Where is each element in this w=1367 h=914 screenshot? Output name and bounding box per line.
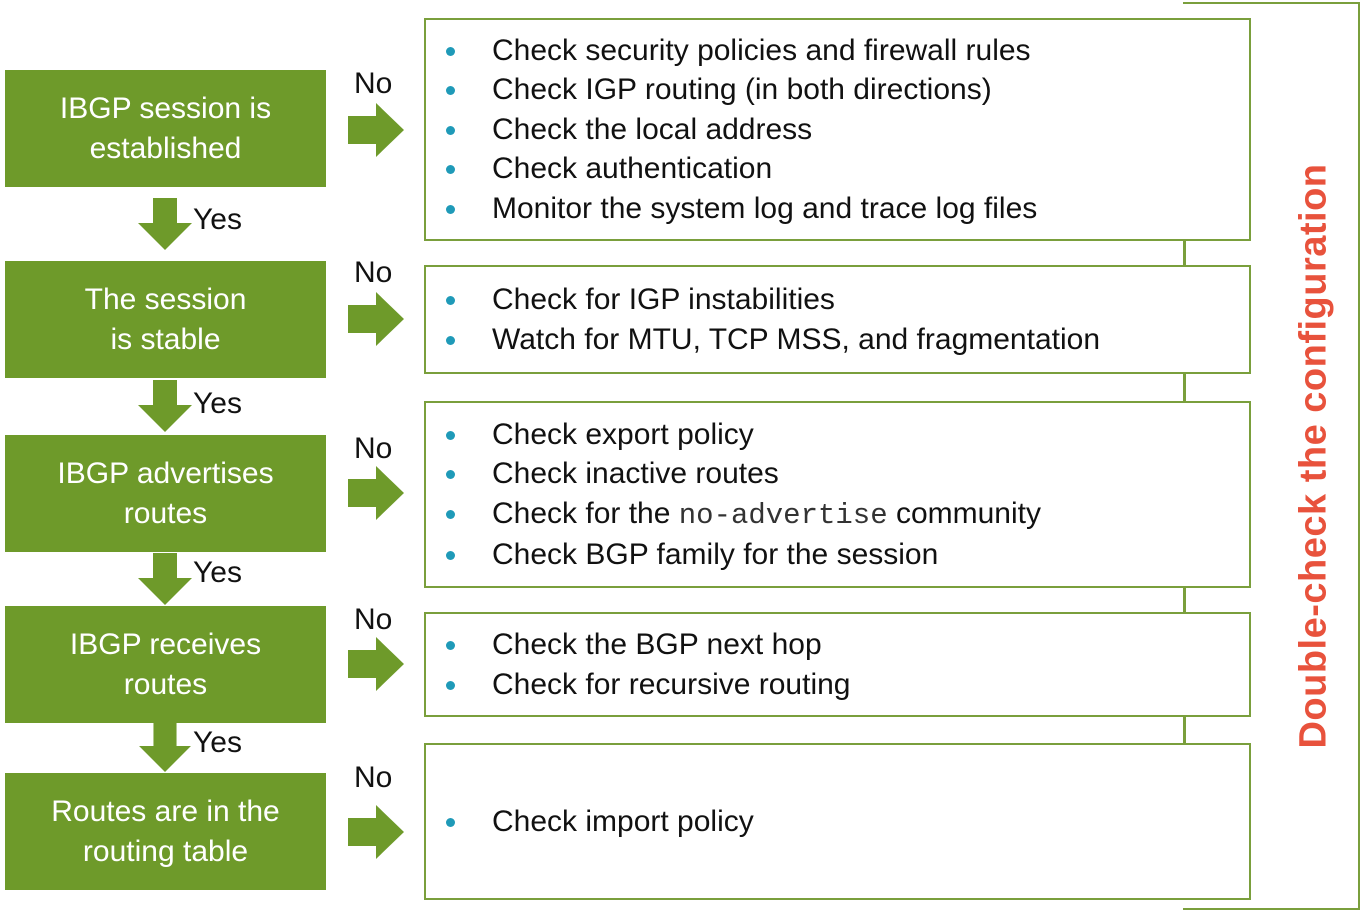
checks-panel-receive: Check the BGP next hop Check for recursi… (424, 612, 1251, 717)
community-prefix: Check for the (492, 496, 679, 530)
right-arrow-icon (348, 103, 404, 157)
list-item: Check the BGP next hop (426, 625, 1249, 665)
yes-label: Yes (193, 726, 242, 759)
step-advertises-routes: IBGP advertises routes (5, 435, 326, 552)
double-check-label: Double-check the configuration (1292, 163, 1335, 749)
list-item: Check for IGP instabilities (426, 280, 1249, 320)
list-item: Monitor the system log and trace log fil… (426, 189, 1249, 229)
checks-panel-stability: Check for IGP instabilities Watch for MT… (424, 265, 1251, 374)
down-arrow-icon (138, 380, 192, 432)
step-label: Routes are in the routing table (51, 794, 280, 868)
check-list: Check security policies and firewall rul… (426, 31, 1249, 229)
yes-label: Yes (193, 387, 242, 420)
down-arrow-icon (139, 722, 191, 772)
bracket-connector (1183, 373, 1186, 402)
right-arrow-icon (348, 466, 404, 520)
step-label: IBGP receives routes (69, 627, 262, 701)
community-code: no-advertise (678, 498, 888, 532)
double-check-bracket (1183, 2, 1360, 910)
step-label: The session is stable (84, 282, 247, 356)
no-label: No (354, 761, 393, 794)
bracket-connector (1183, 240, 1186, 266)
check-list: Check for IGP instabilities Watch for MT… (426, 280, 1249, 359)
right-arrow-icon (348, 292, 404, 346)
check-list: Check export policy Check inactive route… (426, 415, 1249, 575)
list-item: Check IGP routing (in both directions) (426, 70, 1249, 110)
right-arrow-icon (348, 637, 404, 691)
list-item: Check the local address (426, 110, 1249, 150)
checks-panel-advertise: Check export policy Check inactive route… (424, 401, 1251, 588)
community-suffix: community (887, 496, 1041, 530)
list-item: Check authentication (426, 149, 1249, 189)
no-label: No (354, 603, 393, 636)
down-arrow-icon (138, 553, 192, 605)
step-receives-routes: IBGP receives routes (5, 606, 326, 723)
step-routing-table: Routes are in the routing table (5, 773, 326, 890)
list-item: Check inactive routes (426, 454, 1249, 494)
list-item: Check BGP family for the session (426, 535, 1249, 575)
bracket-connector (1183, 716, 1186, 744)
step-label: IBGP advertises routes (57, 456, 274, 530)
step-label: IBGP session is established (59, 91, 272, 165)
list-item: Check for recursive routing (426, 665, 1249, 705)
checks-panel-routing-table: Check import policy (424, 743, 1251, 900)
step-session-stable: The session is stable (5, 261, 326, 378)
list-item: Check import policy (426, 802, 1249, 842)
no-label: No (354, 256, 393, 289)
checks-panel-session: Check security policies and firewall rul… (424, 18, 1251, 241)
list-item: Check for the no-advertise community (426, 494, 1249, 536)
bracket-connector (1183, 587, 1186, 613)
no-label: No (354, 432, 393, 465)
down-arrow-icon (138, 198, 192, 250)
list-item: Check export policy (426, 415, 1249, 455)
yes-label: Yes (193, 203, 242, 236)
no-label: No (354, 67, 393, 100)
list-item: Watch for MTU, TCP MSS, and fragmentatio… (426, 320, 1249, 360)
check-list: Check import policy (426, 802, 1249, 842)
list-item: Check security policies and firewall rul… (426, 31, 1249, 71)
yes-label: Yes (193, 556, 242, 589)
right-arrow-icon (348, 805, 404, 859)
step-session-established: IBGP session is established (5, 70, 326, 187)
check-list: Check the BGP next hop Check for recursi… (426, 625, 1249, 704)
